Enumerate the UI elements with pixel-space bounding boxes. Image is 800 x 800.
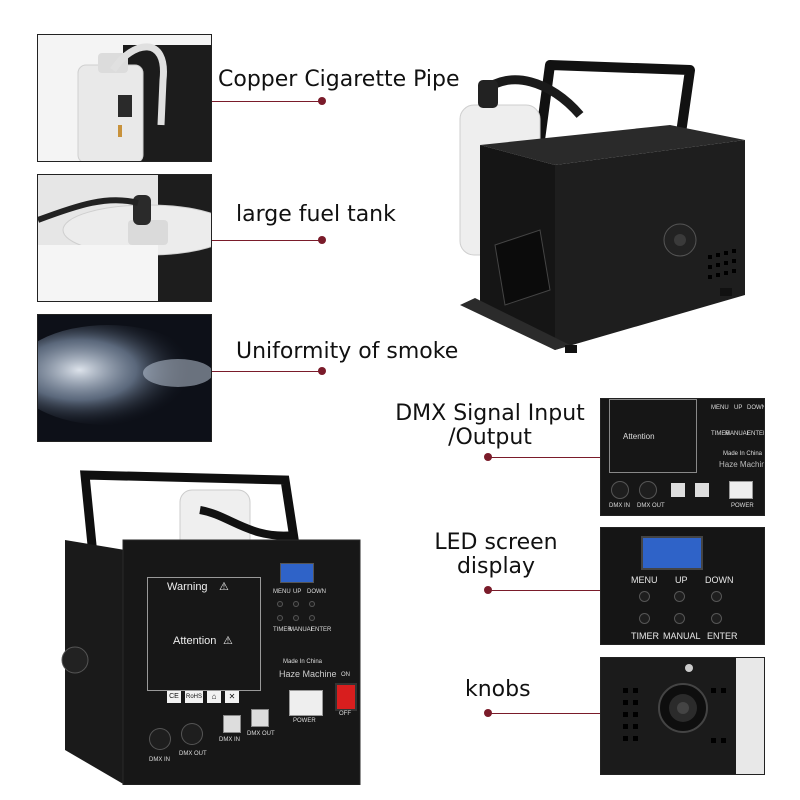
smoke-leader-line bbox=[212, 371, 322, 372]
front-timer-label: TIMER bbox=[273, 627, 292, 633]
smoke-illustration bbox=[38, 315, 211, 441]
led-label-line2: display bbox=[456, 554, 536, 579]
warning-title: Warning bbox=[167, 581, 208, 593]
dmx-thumbnail: Attention MENU UP DOWN TIMER MANUAL ENTE… bbox=[600, 398, 765, 516]
front-timer-button[interactable] bbox=[277, 615, 283, 621]
front-made-in-label: Made In China bbox=[283, 659, 323, 665]
dmx-up-text: UP bbox=[734, 405, 743, 411]
led-screen-thumbnail: MENU UP DOWN TIMER MANUAL ENTER bbox=[600, 527, 765, 645]
fuel-tank-label: large fuel tank bbox=[236, 202, 396, 227]
power-switch[interactable] bbox=[335, 683, 357, 711]
front-product-label: Haze Machine bbox=[279, 669, 337, 679]
bin-icon: ✕ bbox=[225, 691, 239, 703]
led-timer-label: TIMER bbox=[631, 631, 659, 641]
front-lcd-screen bbox=[280, 563, 314, 583]
menu-button[interactable] bbox=[639, 591, 650, 602]
power-inlet-socket[interactable] bbox=[289, 690, 323, 716]
front-down-button[interactable] bbox=[309, 601, 315, 607]
haze-machine-side-view bbox=[459, 60, 745, 353]
dmx-leader-line bbox=[488, 457, 600, 458]
rj45-out-port[interactable] bbox=[251, 709, 269, 727]
fuel-tank-illustration bbox=[38, 175, 211, 301]
led-menu-label: MENU bbox=[631, 575, 658, 585]
dmx-xlr-out-connector bbox=[639, 481, 657, 499]
knobs-leader-line bbox=[488, 713, 600, 714]
haze-machine-front-view: Warning ⚠ Attention ⚠ CE RoHS ⌂ ✕ MENU U… bbox=[55, 465, 365, 785]
front-enter-label: ENTER bbox=[311, 627, 332, 633]
power-on-label: ON bbox=[341, 672, 350, 678]
front-menu-label: MENU bbox=[273, 589, 291, 595]
front-up-button[interactable] bbox=[293, 601, 299, 607]
dmx-made-in-text: Made In China bbox=[723, 451, 763, 457]
dmx-power-socket bbox=[729, 481, 753, 499]
home-icon: ⌂ bbox=[207, 691, 221, 703]
front-up-label: UP bbox=[293, 589, 302, 595]
dmx-timer-text: TIMER bbox=[711, 431, 730, 437]
warning-sticker bbox=[147, 577, 261, 691]
dmx-manual-text: MANUAL bbox=[725, 431, 751, 437]
dmx-xlr-in-connector bbox=[611, 481, 629, 499]
led-up-label: UP bbox=[675, 575, 688, 585]
front-rj45-out-label: DMX OUT bbox=[247, 731, 275, 737]
led-enter-label: ENTER bbox=[707, 631, 738, 641]
copper-pipe-label: Copper Cigarette Pipe bbox=[218, 67, 460, 92]
led-label: LED screen display bbox=[396, 531, 596, 579]
copper-pipe-leader-line bbox=[212, 101, 322, 102]
front-menu-button[interactable] bbox=[277, 601, 283, 607]
knob-closeup-illustration bbox=[623, 658, 764, 774]
warning-triangle-icon: ⚠ bbox=[219, 581, 229, 593]
front-dmx-in-label: DMX IN bbox=[149, 757, 170, 763]
dmx-down-text: DOWN bbox=[747, 405, 765, 411]
front-dmx-out-label: DMX OUT bbox=[179, 751, 207, 757]
front-manual-label: MANUAL bbox=[289, 627, 315, 633]
dmx-enter-text: ENTER bbox=[747, 431, 764, 437]
led-down-label: DOWN bbox=[705, 575, 734, 585]
fuel-tank-thumbnail bbox=[37, 174, 212, 302]
down-button[interactable] bbox=[711, 591, 722, 602]
copper-pipe-leader-dot bbox=[318, 97, 326, 105]
knobs-label: knobs bbox=[465, 677, 531, 702]
dmx-product-text: Haze Machine bbox=[719, 460, 764, 469]
dmx-out-text: DMX OUT bbox=[637, 503, 665, 509]
dmx-label: DMX Signal Input /Output bbox=[390, 402, 590, 450]
smoke-leader-dot bbox=[318, 367, 326, 375]
smoke-thumbnail bbox=[37, 314, 212, 442]
dmx-rj45-in-port bbox=[671, 483, 685, 497]
dmx-label-line2: /Output bbox=[448, 425, 532, 450]
dmx-power-text: POWER bbox=[731, 503, 754, 509]
copper-pipe-thumbnail bbox=[37, 34, 212, 162]
rj45-in-port[interactable] bbox=[223, 715, 241, 733]
attention-triangle-icon: ⚠ bbox=[223, 635, 233, 647]
rohs-badge: RoHS bbox=[185, 691, 203, 703]
dmx-in-text: DMX IN bbox=[609, 503, 630, 509]
manual-button[interactable] bbox=[674, 613, 685, 624]
power-off-label: OFF bbox=[339, 711, 351, 717]
knobs-thumbnail bbox=[600, 657, 765, 775]
enter-button[interactable] bbox=[711, 613, 722, 624]
copper-pipe-illustration bbox=[77, 43, 211, 161]
front-down-label: DOWN bbox=[307, 589, 326, 595]
dmx-attention-text: Attention bbox=[623, 432, 655, 441]
dmx-menu-text: MENU bbox=[711, 405, 729, 411]
front-power-label: POWER bbox=[293, 718, 316, 724]
led-label-line1: LED screen bbox=[434, 530, 558, 555]
xlr-in-connector[interactable] bbox=[149, 728, 171, 750]
lcd-screen bbox=[641, 536, 703, 570]
led-manual-label: MANUAL bbox=[663, 631, 701, 641]
timer-button[interactable] bbox=[639, 613, 650, 624]
front-enter-button[interactable] bbox=[309, 615, 315, 621]
dmx-warning-sticker bbox=[609, 399, 697, 473]
smoke-label: Uniformity of smoke bbox=[236, 339, 459, 364]
fuel-tank-leader-dot bbox=[318, 236, 326, 244]
dmx-rj45-out-port bbox=[695, 483, 709, 497]
fuel-tank-leader-line bbox=[212, 240, 322, 241]
up-button[interactable] bbox=[674, 591, 685, 602]
xlr-out-connector[interactable] bbox=[181, 723, 203, 745]
attention-title: Attention bbox=[173, 635, 217, 647]
dmx-label-line1: DMX Signal Input bbox=[395, 401, 585, 426]
front-manual-button[interactable] bbox=[293, 615, 299, 621]
ce-badge: CE bbox=[167, 691, 181, 703]
led-leader-line bbox=[488, 590, 600, 591]
front-rj45-in-label: DMX IN bbox=[219, 737, 240, 743]
